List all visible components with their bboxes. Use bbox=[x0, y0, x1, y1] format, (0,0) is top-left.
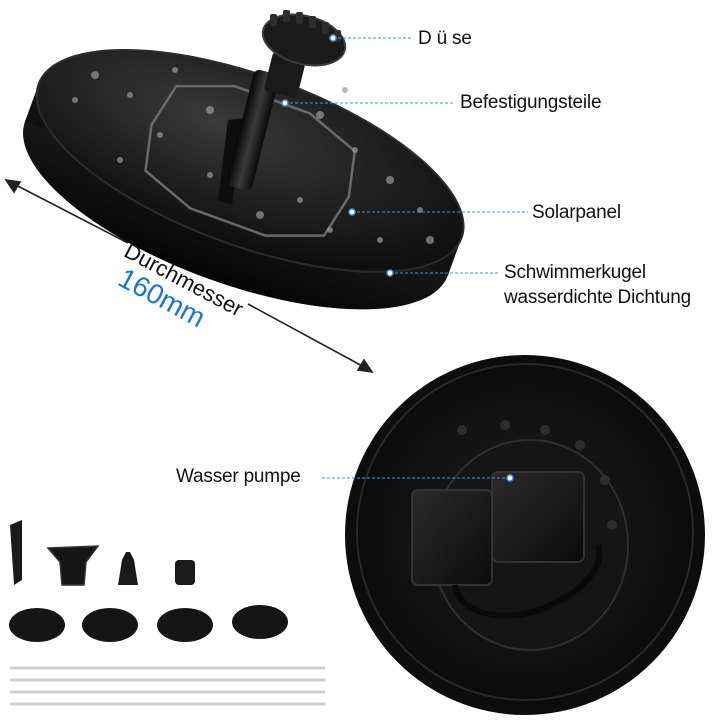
label-solar-panel: Solarpanel bbox=[532, 202, 621, 223]
label-nozzle: D ü se bbox=[418, 28, 472, 49]
nozzle-assembly bbox=[218, 10, 347, 205]
leader-lines bbox=[285, 37, 528, 479]
water-droplets bbox=[72, 67, 434, 244]
diameter-dimension-line bbox=[4, 178, 374, 374]
label-float-ball: Schwimmerkugel bbox=[504, 262, 646, 283]
water-pump bbox=[411, 471, 603, 619]
solar-fountain-bottom-view bbox=[345, 355, 705, 715]
label-water-pump: Wasser pumpe bbox=[176, 466, 301, 487]
label-waterproof-seal: wasserdichte Dichtung bbox=[504, 287, 691, 308]
accessories bbox=[9, 520, 325, 706]
leader-dots bbox=[281, 34, 514, 482]
label-mounting-parts: Befestigungsteile bbox=[460, 92, 602, 113]
solar-fountain-top-view bbox=[23, 10, 465, 310]
